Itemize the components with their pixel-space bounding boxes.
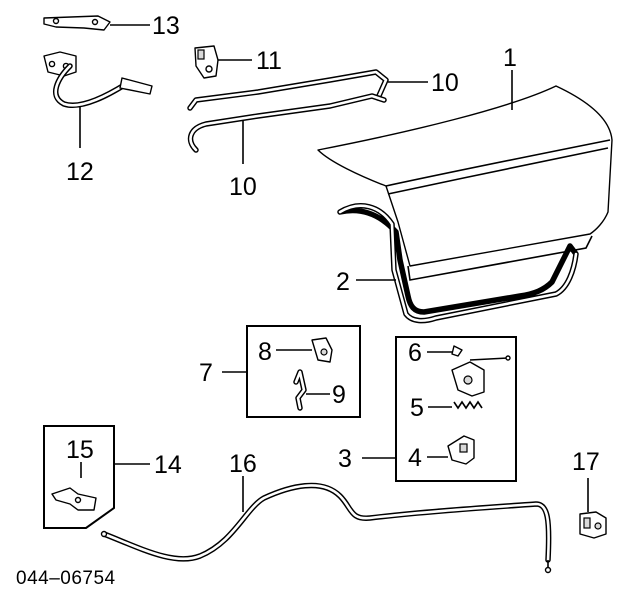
part-12-hinge-arm bbox=[43, 51, 153, 108]
part-1-trunk-lid bbox=[317, 85, 613, 281]
part-16-release-cable bbox=[100, 482, 552, 574]
callout-10-upper: 10 bbox=[431, 69, 459, 97]
callout-11: 11 bbox=[256, 47, 282, 75]
part-15-opener-lever bbox=[51, 487, 97, 511]
callout-3: 3 bbox=[338, 445, 352, 473]
part-13-bracket bbox=[43, 15, 111, 31]
callout-14: 14 bbox=[154, 451, 182, 479]
part-8-lock-cylinder bbox=[311, 337, 333, 363]
part-5-spring bbox=[453, 400, 483, 410]
callout-10-lower: 10 bbox=[229, 173, 257, 201]
callout-8: 8 bbox=[258, 338, 272, 366]
part-4-striker bbox=[447, 435, 475, 465]
callout-16: 16 bbox=[229, 450, 257, 478]
part-2-weatherstrip bbox=[337, 203, 579, 324]
callout-13: 13 bbox=[152, 12, 180, 40]
callout-6: 6 bbox=[408, 339, 422, 367]
diagram-code: 044–06754 bbox=[16, 568, 116, 589]
callout-7: 7 bbox=[199, 359, 213, 387]
part-6-lock-assembly bbox=[451, 345, 511, 397]
part-17-bracket bbox=[579, 511, 607, 539]
callout-1: 1 bbox=[503, 44, 517, 72]
callout-17: 17 bbox=[572, 448, 600, 476]
callout-2: 2 bbox=[336, 268, 350, 296]
part-11-clip bbox=[194, 45, 219, 79]
callout-15: 15 bbox=[66, 436, 94, 464]
callout-9: 9 bbox=[332, 381, 346, 409]
callout-5: 5 bbox=[410, 394, 424, 422]
group-14-box bbox=[43, 425, 115, 529]
part-9-cylinder-rod bbox=[293, 369, 307, 411]
callout-4: 4 bbox=[408, 444, 422, 472]
group-3-box bbox=[395, 336, 517, 482]
callout-12: 12 bbox=[66, 158, 94, 186]
part-10-torsion-bars bbox=[187, 69, 389, 153]
